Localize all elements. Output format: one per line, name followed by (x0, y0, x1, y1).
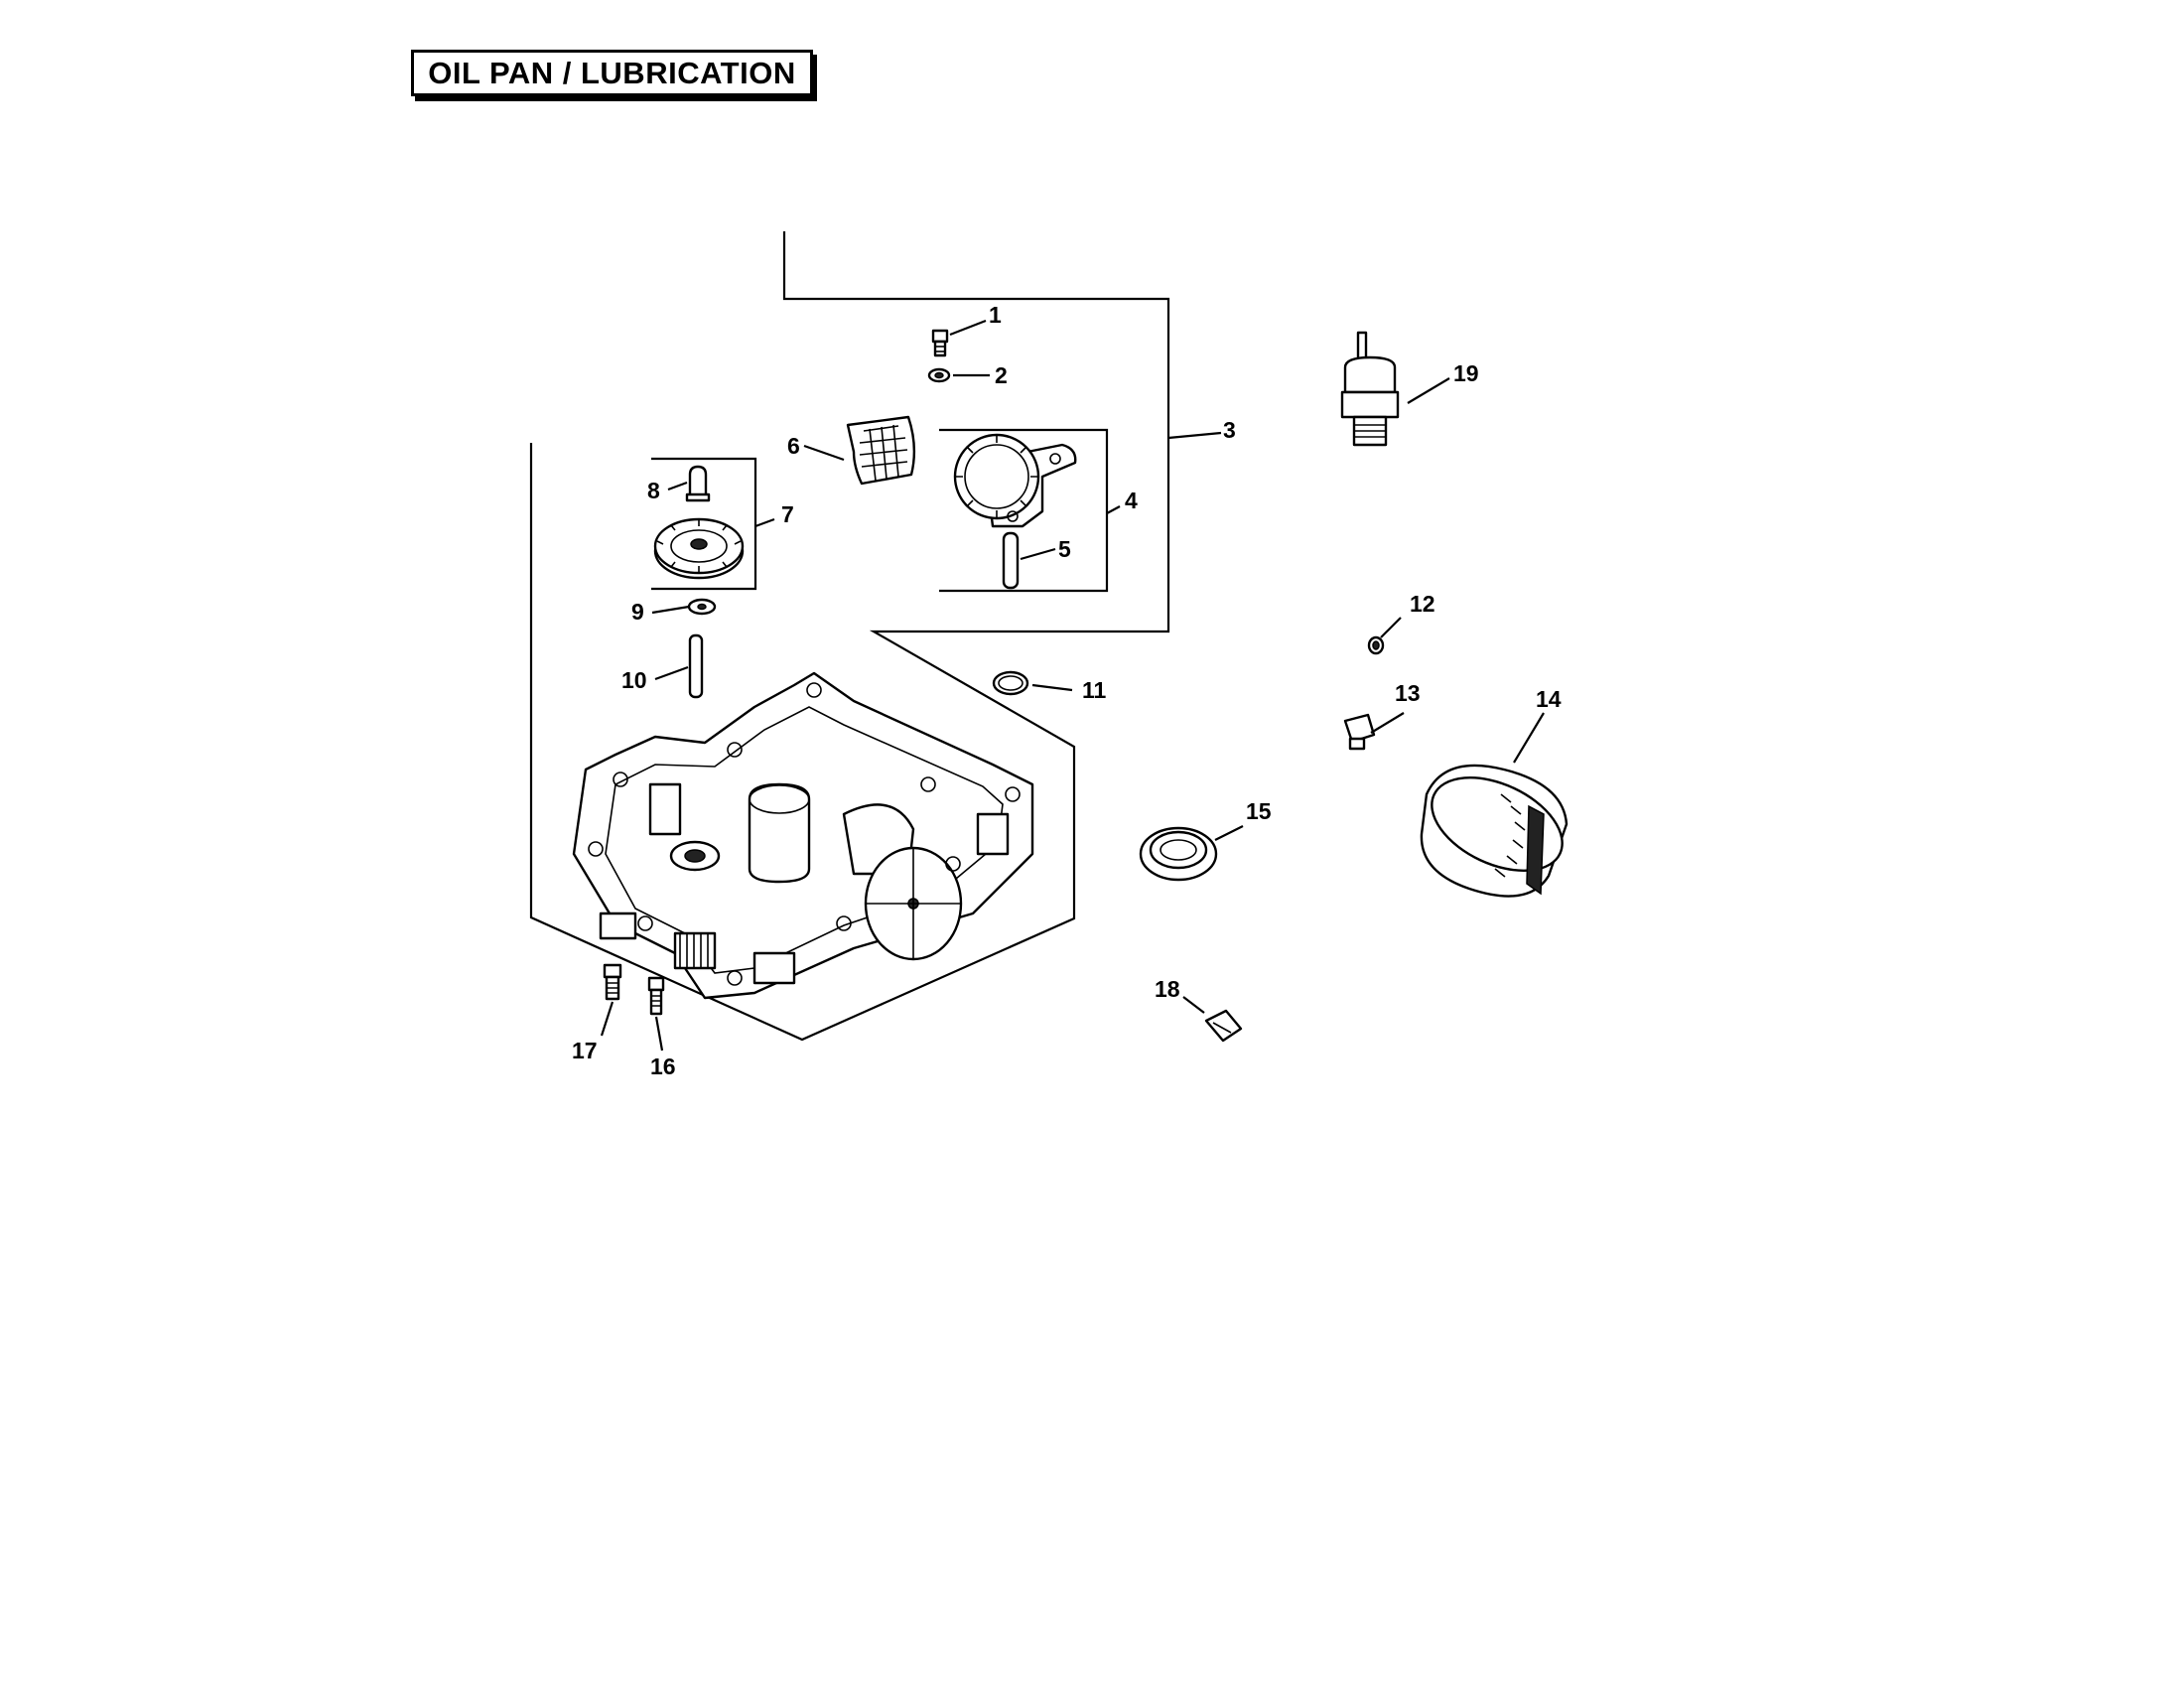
gear-subassembly-box (651, 457, 757, 591)
label-part-5: 5 (1058, 536, 1071, 562)
part-14-oil-filter (1420, 764, 1569, 898)
label-part-17: 17 (572, 1038, 598, 1063)
part-10-pin (688, 633, 704, 699)
leader-lines (600, 319, 1545, 1052)
part-16-bolt (647, 976, 665, 1016)
label-part-16: 16 (650, 1053, 676, 1079)
label-part-18: 18 (1155, 976, 1180, 1002)
pump-subassembly-box (939, 428, 1109, 593)
label-part-12: 12 (1410, 591, 1435, 617)
label-part-7: 7 (781, 501, 794, 527)
part-19-pressure-switch (1340, 331, 1400, 447)
label-part-19: 19 (1453, 360, 1479, 386)
label-part-15: 15 (1246, 798, 1272, 824)
label-part-13: 13 (1395, 680, 1421, 706)
part-4-oil-pump (953, 433, 1077, 528)
part-18-drain-plug (1204, 1009, 1243, 1043)
label-part-8: 8 (647, 478, 660, 503)
part-2-washer (927, 367, 951, 383)
part-5-pin (1002, 531, 1020, 590)
part-9-washer (687, 598, 717, 616)
pump-assembly-bracket (529, 231, 1170, 1042)
label-part-9: 9 (631, 599, 644, 625)
oil-pan-body (572, 671, 1034, 1000)
label-part-14: 14 (1536, 686, 1562, 712)
part-17-bolt (603, 963, 622, 1001)
label-part-10: 10 (621, 667, 647, 693)
diagram-title-box: OIL PAN / LUBRICATION (411, 50, 813, 96)
label-part-6: 6 (787, 433, 800, 459)
part-12-plug (1367, 635, 1385, 655)
part-7-gear (653, 517, 745, 580)
part-6-screen (846, 415, 916, 486)
part-11-o-ring (992, 670, 1029, 696)
label-part-1: 1 (989, 302, 1002, 328)
diagram-title: OIL PAN / LUBRICATION (428, 55, 796, 90)
part-8-shaft (685, 465, 711, 502)
label-part-2: 2 (995, 362, 1008, 388)
part-1-screw (931, 329, 949, 357)
part-13-fitting (1343, 713, 1376, 751)
label-part-11: 11 (1082, 677, 1107, 703)
label-part-3: 3 (1223, 417, 1236, 443)
part-15-seal (1139, 826, 1218, 882)
label-part-4: 4 (1125, 488, 1138, 513)
